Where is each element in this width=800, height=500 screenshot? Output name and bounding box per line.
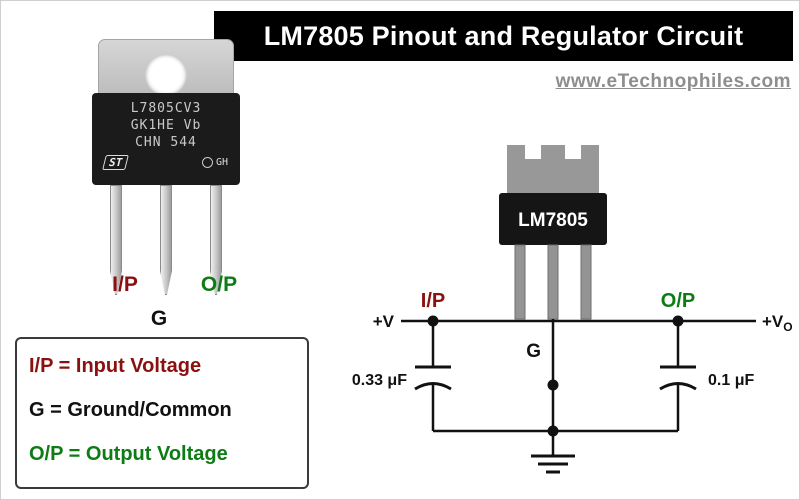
vout-base: +V <box>762 312 784 331</box>
circuit-wires <box>401 319 756 474</box>
chip-label: LM7805 <box>518 210 588 231</box>
output-cap-value: 0.1 μF <box>708 372 754 389</box>
schematic-chip-legs <box>514 244 592 320</box>
mounting-hole <box>145 54 187 96</box>
schematic-chip-body: LM7805 <box>499 193 607 245</box>
marking-line-1: L7805CV3 <box>130 101 202 116</box>
pin-label-ground: G <box>150 307 168 330</box>
vout-subscript: O <box>783 320 792 334</box>
junction-dots <box>427 315 684 437</box>
lead-free-mark-icon <box>201 157 213 168</box>
legend-box: I/P = Input Voltage G = Ground/Common O/… <box>15 337 309 489</box>
to220-package-photo: L7805CV3 GK1HE Vb CHN 544 ST GH <box>86 29 246 319</box>
pin-label-output: O/P <box>200 273 238 296</box>
vin-label: +V <box>373 312 395 331</box>
batch-code: GH <box>215 157 228 168</box>
vout-label: +VO <box>762 312 793 334</box>
marking-line-2: GK1HE Vb <box>130 118 202 133</box>
title-banner: LM7805 Pinout and Regulator Circuit <box>214 11 793 61</box>
circuit-input-pin-label: I/P <box>421 290 445 312</box>
circuit-output-pin-label: O/P <box>661 290 695 312</box>
circuit-ground-pin-label: G <box>526 341 541 362</box>
legend-ground: G = Ground/Common <box>29 399 232 421</box>
regulator-circuit-schematic: LM7805 <box>352 145 793 474</box>
pin-leg-ground <box>160 185 172 295</box>
input-cap-value: 0.33 μF <box>352 372 407 389</box>
pin-label-input: I/P <box>112 273 138 296</box>
marking-bottom-row: ST GH <box>92 151 240 171</box>
website-credit: www.eTechnophiles.com <box>555 71 791 92</box>
package-metal-tab <box>98 39 234 96</box>
st-logo: ST <box>102 155 130 170</box>
pin-leg-input <box>110 185 122 295</box>
marking-batch-group: GH <box>201 154 228 171</box>
legend-output: O/P = Output Voltage <box>29 443 228 465</box>
page-title: LM7805 Pinout and Regulator Circuit <box>263 20 744 51</box>
package-body: L7805CV3 GK1HE Vb CHN 544 ST GH <box>92 93 240 185</box>
pin-leg-output <box>210 185 222 295</box>
legend-input: I/P = Input Voltage <box>29 355 202 377</box>
marking-line-3: CHN 544 <box>135 135 197 150</box>
schematic-chip-tab <box>507 145 599 195</box>
